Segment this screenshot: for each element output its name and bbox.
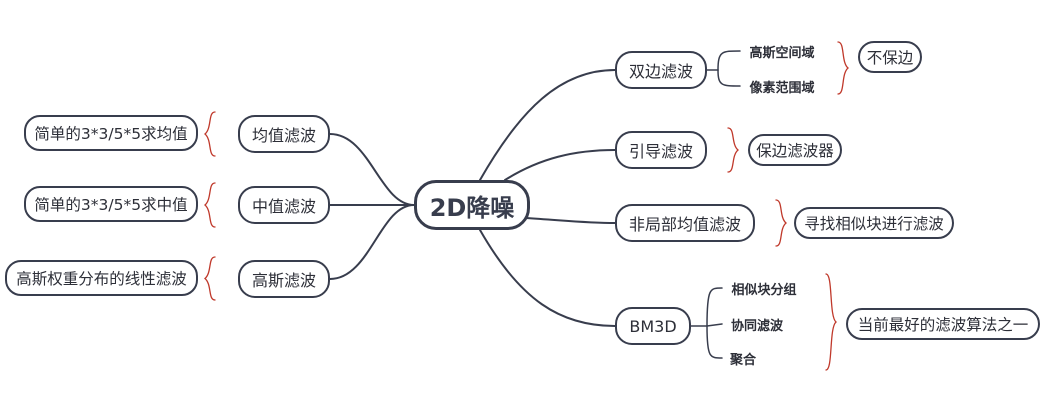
brace-bm3d-note	[825, 273, 837, 371]
branch-bilateral-filter[interactable]: 双边滤波	[615, 51, 707, 89]
brace-median-note	[204, 182, 216, 228]
branch-guided-filter[interactable]: 引导滤波	[615, 131, 707, 169]
branch-median-filter[interactable]: 中值滤波	[238, 186, 330, 224]
brace-gaussian-note	[204, 256, 216, 301]
subitem-pixel-range[interactable]: 像素范围域	[749, 80, 815, 96]
connector-root-guided	[504, 149, 616, 181]
connector-bilateral-range	[717, 69, 741, 87]
branch-nlm-filter[interactable]: 非局部均值滤波	[615, 204, 755, 242]
connector-root-bilateral	[479, 69, 616, 181]
branch-gaussian-filter[interactable]: 高斯滤波	[238, 260, 330, 298]
connector-root-gaussian	[329, 204, 415, 280]
connector-root-mean	[329, 133, 415, 206]
note-median-filter[interactable]: 简单的3*3/5*5求中值	[24, 186, 198, 222]
note-bilateral[interactable]: 不保边	[858, 41, 922, 73]
connector-bilateral-spatial	[717, 50, 741, 71]
connector-bm3d-grouping	[706, 287, 723, 327]
subitem-gaussian-spatial[interactable]: 高斯空间域	[749, 45, 815, 61]
branch-bm3d[interactable]: BM3D	[615, 307, 691, 345]
connector-root-nlm	[524, 217, 616, 224]
note-nlm[interactable]: 寻找相似块进行滤波	[794, 207, 954, 239]
connector-bm3d-aggregation	[706, 325, 723, 359]
connector-bm3d-collaborative	[706, 323, 723, 327]
brace-nlm-note	[775, 199, 787, 247]
note-guided[interactable]: 保边滤波器	[748, 134, 842, 166]
subitem-collaborative-filtering[interactable]: 协同滤波	[730, 318, 783, 334]
subitem-similar-block-grouping[interactable]: 相似块分组	[731, 282, 797, 298]
note-gaussian-filter[interactable]: 高斯权重分布的线性滤波	[5, 260, 198, 296]
branch-mean-filter[interactable]: 均值滤波	[238, 115, 330, 153]
brace-mean-note	[204, 111, 216, 157]
note-bm3d[interactable]: 当前最好的滤波算法之一	[846, 308, 1040, 340]
subitem-aggregation[interactable]: 聚合	[729, 352, 756, 368]
note-mean-filter[interactable]: 简单的3*3/5*5求均值	[24, 115, 198, 151]
brace-guided-note	[727, 127, 739, 173]
brace-bilateral-note	[837, 41, 849, 95]
root-node[interactable]: 2D降噪	[414, 180, 530, 230]
connector-root-bm3d	[479, 229, 616, 327]
